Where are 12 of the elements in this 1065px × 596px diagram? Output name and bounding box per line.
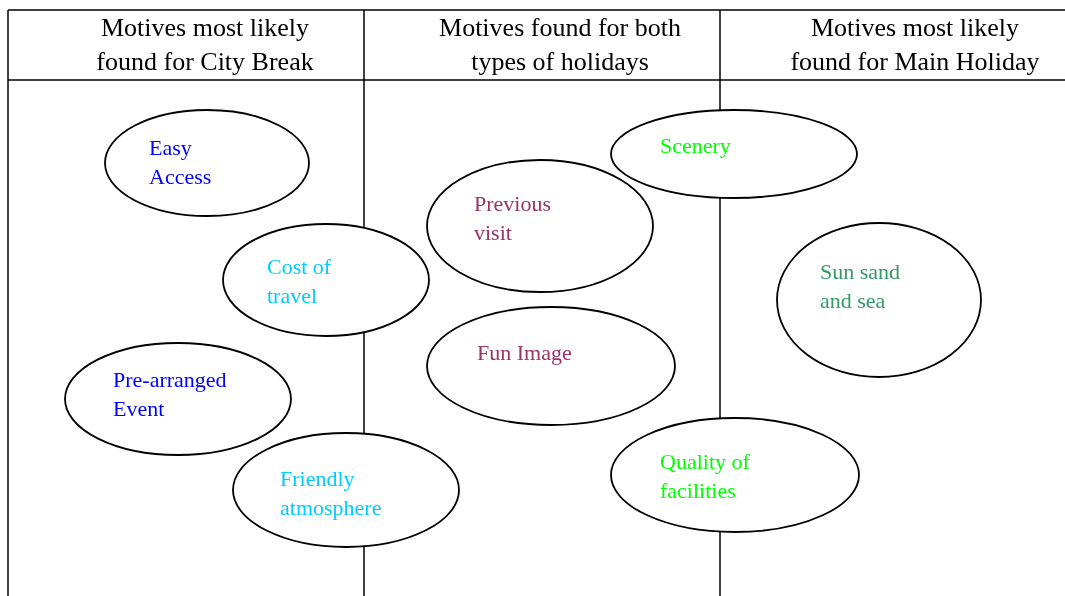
motive-label: Cost of travel xyxy=(267,252,333,310)
motive-label: Pre-arranged Event xyxy=(113,365,228,423)
motive-label: Friendly atmosphere xyxy=(280,464,383,522)
motive-label: Scenery xyxy=(660,131,732,160)
motive-label: Fun Image xyxy=(477,338,573,367)
column-header: Motives found for both types of holidays xyxy=(438,12,682,78)
motive-label: Easy Access xyxy=(149,133,213,191)
column-header: Motives most likely found for Main Holiday xyxy=(789,12,1041,78)
column-header: Motives most likely found for City Break xyxy=(95,12,315,78)
motive-label: Sun sand and sea xyxy=(820,257,902,315)
motive-label: Quality of facilities xyxy=(660,447,751,505)
motive-label: Previous visit xyxy=(474,189,552,247)
